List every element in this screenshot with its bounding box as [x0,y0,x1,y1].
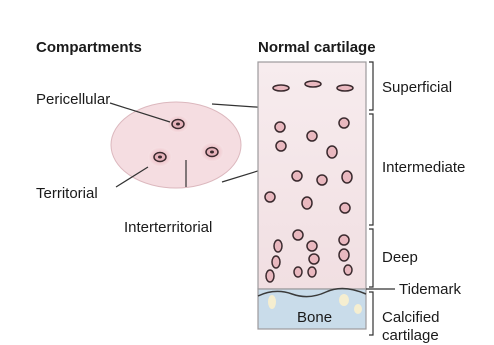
compartments-heading: Compartments [36,39,142,56]
chondrocyte [307,241,317,251]
compartment-cell [200,142,224,162]
chondrocyte [317,175,327,185]
cartilage-matrix-disc [111,102,241,188]
zone-brackets [366,62,395,335]
chondrocyte [272,256,280,268]
normal-cartilage-heading: Normal cartilage [258,39,376,56]
chondrocyte [337,85,353,91]
compartments-illustration [111,102,241,188]
interterritorial-label: Interterritorial [124,219,212,236]
chondrocyte [302,197,312,209]
tidemark-label: Tidemark [399,281,461,298]
chondrocyte [276,141,286,151]
chondrocyte [294,267,302,277]
chondrocyte [275,122,285,132]
chondrocyte [340,203,350,213]
compartment-cell [167,115,189,133]
compartment-cell [148,147,172,167]
deep-zone-label: Deep [382,249,418,266]
superficial-zone-label: Superficial [382,79,452,96]
chondrocyte [339,235,349,245]
chondrocyte [266,270,274,282]
calcified-bracket [369,292,373,335]
chondrocyte [273,85,289,91]
chondrocyte [339,118,349,128]
deep-bracket [369,229,373,287]
chondrocyte [292,171,302,181]
chondrocyte [344,265,352,275]
chondrocyte [342,171,352,183]
chondrocyte [307,131,317,141]
intermediate-bracket [369,114,373,225]
calcified-label-line1: Calcified [382,309,440,326]
intermediate-zone-label: Intermediate [382,159,465,176]
bone-label: Bone [297,309,332,326]
chondrocyte [274,240,282,252]
chondrocyte [309,254,319,264]
bone-mark [339,294,349,306]
chondrocyte [305,81,321,87]
superficial-bracket [369,62,373,110]
bone-mark [268,295,276,309]
pericellular-label: Pericellular [36,91,110,108]
chondrocyte [308,267,316,277]
chondrocyte [265,192,275,202]
chondrocyte [293,230,303,240]
calcified-label-line2: cartilage [382,327,439,344]
chondrocyte [339,249,349,261]
bone-mark [354,304,362,314]
chondrocyte [327,146,337,158]
territorial-label: Territorial [36,185,98,202]
